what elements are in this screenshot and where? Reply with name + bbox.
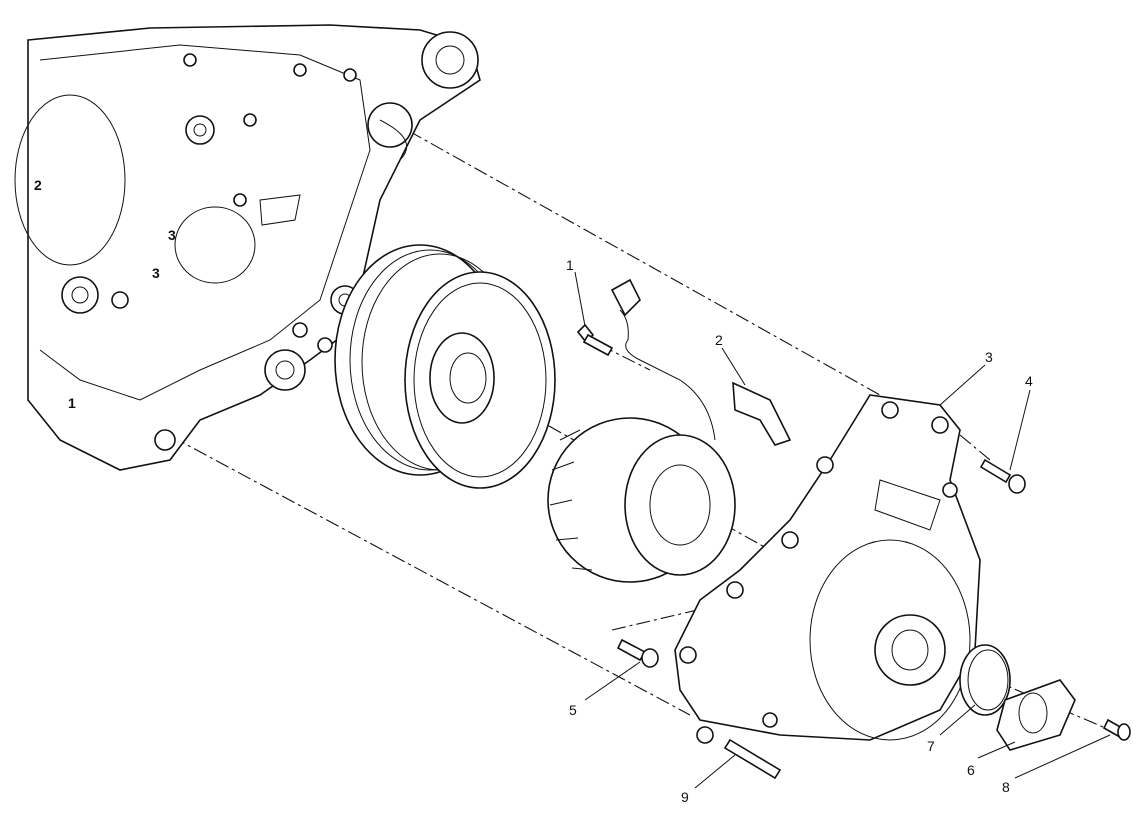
callout-1: 1 [566,257,574,273]
callout-5: 5 [569,702,577,718]
engine-crankcase: 2 3 3 1 [14,24,481,471]
callout-8: 8 [1002,779,1010,795]
callout-6: 6 [967,762,975,778]
case-marking: 2 [34,177,42,193]
callout-4: 4 [1025,373,1033,389]
callout-2: 2 [715,332,723,348]
wire-clamp [732,381,792,446]
cover-plate-6 [996,679,1076,751]
bolt-1 [576,323,614,357]
case-marking: 1 [68,395,76,411]
bolt-5 [616,638,659,668]
stator [547,278,736,583]
flywheel-rotor [334,244,556,489]
screw-8 [1102,718,1131,741]
generator-cover [674,394,981,744]
case-marking: 3 [168,227,176,243]
callout-7: 7 [927,738,935,754]
callouts: 1 2 3 4 5 6 7 8 9 [566,257,1033,805]
bolt-4 [979,458,1026,494]
callout-3: 3 [985,349,993,365]
leader-lines [574,271,1111,789]
callout-9: 9 [681,789,689,805]
stud-9 [723,738,782,780]
o-ring-7 [959,644,1011,716]
case-marking: 3 [152,265,160,281]
